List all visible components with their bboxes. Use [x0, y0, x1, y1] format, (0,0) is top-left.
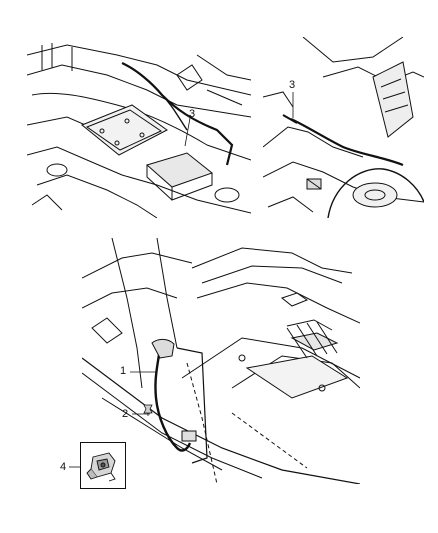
part-4-detail-panel — [80, 442, 126, 489]
connector-module-icon — [86, 452, 116, 482]
callout-4: 4 — [60, 461, 67, 473]
leader-line-3-right — [292, 92, 294, 118]
top-left-linework — [27, 43, 251, 218]
leader-line-2 — [132, 413, 150, 415]
leader-line-1 — [130, 371, 156, 373]
callout-3-left: 3 — [189, 108, 196, 120]
top-right-view-panel — [263, 37, 424, 218]
clip-fastener-icon — [143, 404, 153, 416]
callout-2: 2 — [122, 408, 129, 420]
callout-1: 1 — [120, 365, 127, 377]
main-view-panel — [82, 238, 360, 484]
main-linework — [82, 238, 360, 484]
top-left-view-panel — [27, 35, 251, 218]
leader-line-3-left — [184, 118, 191, 147]
callout-3-right: 3 — [289, 79, 296, 91]
top-right-linework — [263, 37, 424, 218]
